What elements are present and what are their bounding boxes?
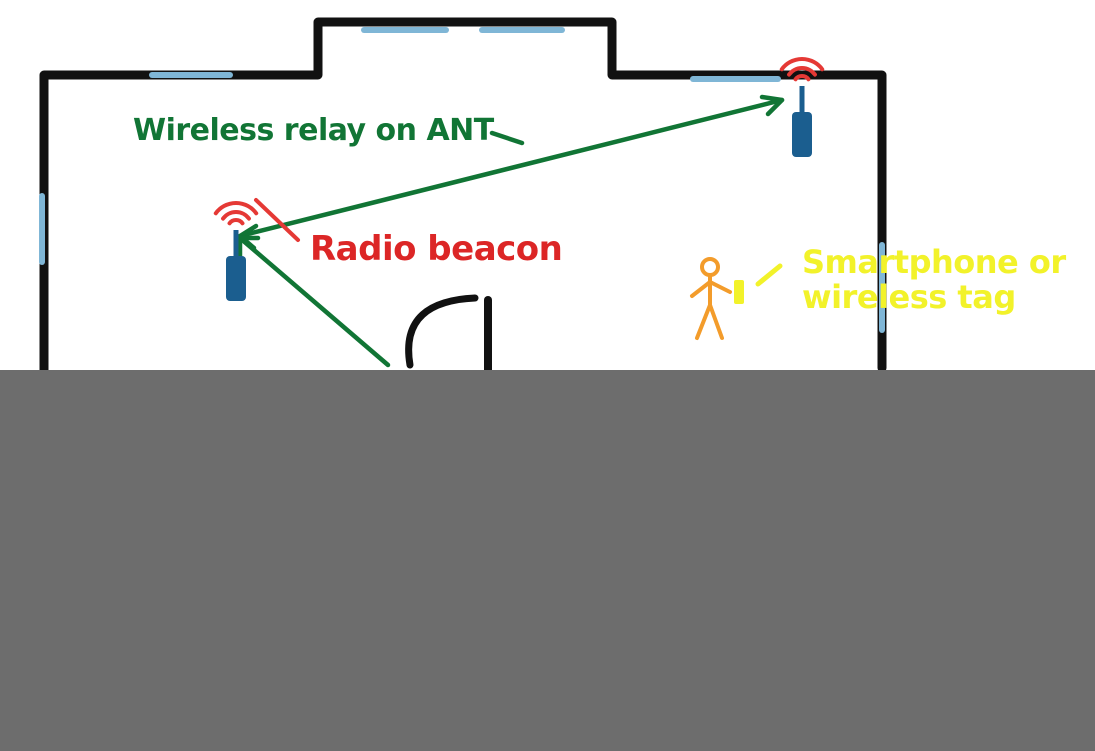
arrowhead-relay: [759, 94, 785, 117]
left-radio-beacon-icon: [213, 201, 259, 301]
relay-label-leader: [489, 130, 525, 146]
gray-occluding-panel-edge: [0, 384, 200, 394]
gray-occluding-panel: [0, 370, 1095, 751]
devices: [213, 57, 825, 301]
beacon-label-leader: [254, 198, 300, 242]
smartphone-label-line2: wireless tag: [802, 278, 1016, 316]
left-signal-arc-1: [227, 218, 245, 226]
wireless-tag-icon: [734, 263, 783, 304]
left-beacon-body: [226, 256, 246, 301]
person-head: [700, 257, 720, 277]
person-icon: [690, 257, 732, 340]
right-beacon-body: [792, 112, 812, 157]
relay-arrows: [237, 94, 785, 368]
left-signal-arc-3: [213, 201, 259, 216]
windows: [39, 27, 885, 333]
tag-label-leader: [755, 263, 783, 287]
person-legs: [695, 299, 724, 340]
arrowhead-beacon-lower: [237, 235, 261, 259]
right-radio-beacon-icon: [779, 57, 825, 157]
smartphone-label: Smartphone or wireless tag: [802, 245, 1066, 315]
arrow-lower-to-beacon: [237, 235, 391, 368]
door-swing: [405, 294, 479, 369]
right-signal-arc-2: [787, 66, 817, 77]
beacon-label: Radio beacon: [310, 229, 563, 269]
right-signal-arc-3: [779, 57, 825, 72]
smartphone-label-line1: Smartphone or: [802, 243, 1066, 281]
wall-top-left: [39, 17, 887, 385]
left-wifi-signal-icon: [213, 201, 259, 226]
person-arms: [690, 279, 732, 298]
arrow-beacon-to-relay: [237, 97, 785, 239]
wireless-tag-body: [734, 280, 744, 304]
right-wifi-signal-icon: [779, 57, 825, 82]
relay-label: Wireless relay on ANT: [133, 113, 494, 148]
left-signal-arc-2: [221, 210, 251, 221]
right-signal-arc-1: [793, 74, 811, 82]
